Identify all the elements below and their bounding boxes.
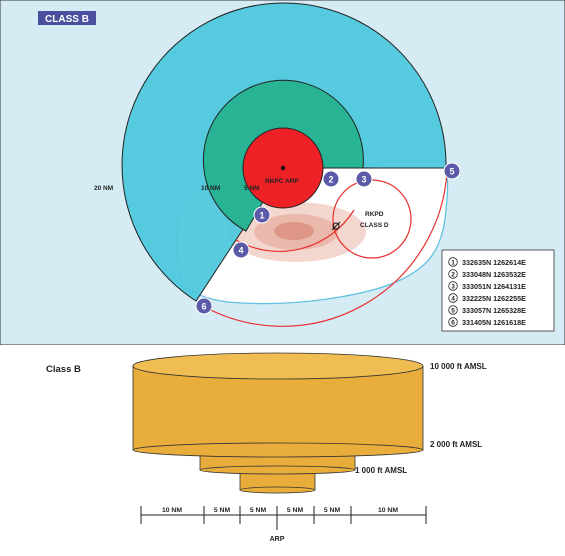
legend-row: 5 333057N 1265328E bbox=[448, 305, 526, 315]
class-b-lower-boundary bbox=[235, 209, 355, 253]
svg-text:5: 5 bbox=[451, 308, 455, 315]
svg-text:333048N 1263532E: 333048N 1263532E bbox=[462, 270, 526, 279]
label-rkpd: RKPD bbox=[365, 211, 384, 218]
terrain-relief bbox=[274, 222, 314, 240]
scale-label: 10 NM bbox=[162, 507, 182, 514]
airspace-profile: Class B 10 000 ft AMSL 2 000 ft AMSL 1 0… bbox=[46, 352, 487, 543]
svg-text:1: 1 bbox=[259, 211, 264, 221]
svg-text:333057N 1265328E: 333057N 1265328E bbox=[462, 306, 526, 315]
altitude-low-label: 1 000 ft AMSL bbox=[355, 466, 407, 475]
waypoint-marker[interactable]: 6 bbox=[195, 297, 213, 315]
svg-text:331405N 1261618E: 331405N 1261618E bbox=[462, 318, 526, 327]
arp-label: ARP bbox=[270, 536, 285, 543]
airspace-map: 20 NM 10 NM 5 NM RKPC ARP RKPD CLASS D 1… bbox=[0, 0, 565, 345]
svg-text:2: 2 bbox=[451, 272, 455, 279]
altitude-mid-label: 2 000 ft AMSL bbox=[430, 440, 482, 449]
waypoint-marker[interactable]: 3 bbox=[355, 170, 373, 188]
label-20nm: 20 NM bbox=[94, 185, 113, 192]
svg-text:4: 4 bbox=[238, 246, 243, 256]
waypoint-marker[interactable]: 4 bbox=[232, 241, 250, 259]
svg-text:2: 2 bbox=[328, 175, 333, 185]
legend-row: 6 331405N 1261618E bbox=[448, 317, 526, 327]
arp-dot bbox=[280, 165, 286, 171]
rkpd-aerodrome-icon bbox=[331, 221, 341, 231]
scale-label: 5 NM bbox=[250, 507, 267, 514]
label-rkpc-arp: RKPC ARP bbox=[265, 178, 299, 185]
svg-text:CLASS B: CLASS B bbox=[45, 14, 89, 25]
scale-label: 5 NM bbox=[214, 507, 231, 514]
scale-label: 5 NM bbox=[324, 507, 341, 514]
svg-text:4: 4 bbox=[451, 296, 455, 303]
legend-row: 2 333048N 1263532E bbox=[448, 269, 526, 279]
waypoint-marker[interactable]: 5 bbox=[443, 162, 461, 180]
legend-row: 3 333051N 1264131E bbox=[448, 281, 526, 291]
svg-text:6: 6 bbox=[201, 302, 206, 312]
svg-text:332635N 1262614E: 332635N 1262614E bbox=[462, 258, 526, 267]
svg-text:3: 3 bbox=[451, 284, 455, 291]
legend-row: 4 332225N 1262255E bbox=[448, 293, 526, 303]
scale-label: 5 NM bbox=[287, 507, 304, 514]
svg-text:332225N 1262255E: 332225N 1262255E bbox=[462, 294, 526, 303]
class-b-tag: CLASS B bbox=[38, 11, 96, 25]
tier-20nm bbox=[132, 352, 424, 458]
scale-label: 10 NM bbox=[378, 507, 398, 514]
profile-title: Class B bbox=[46, 364, 81, 375]
class-b-outer-boundary bbox=[202, 171, 448, 327]
svg-text:6: 6 bbox=[451, 320, 455, 327]
altitude-top-label: 10 000 ft AMSL bbox=[430, 362, 487, 371]
svg-text:3: 3 bbox=[361, 175, 366, 185]
svg-text:5: 5 bbox=[449, 167, 454, 177]
label-10nm: 10 NM bbox=[201, 185, 220, 192]
waypoint-coordinates-legend: 1 332635N 1262614E 2 333048N 1263532E 3 … bbox=[441, 249, 555, 332]
svg-text:1: 1 bbox=[451, 260, 455, 267]
waypoint-marker[interactable]: 1 bbox=[253, 206, 271, 224]
svg-text:333051N 1264131E: 333051N 1264131E bbox=[462, 282, 526, 291]
distance-scale bbox=[140, 506, 427, 530]
label-5nm: 5 NM bbox=[244, 185, 260, 192]
label-class-d: CLASS D bbox=[360, 222, 389, 229]
legend-row: 1 332635N 1262614E bbox=[448, 257, 526, 267]
waypoint-marker[interactable]: 2 bbox=[322, 170, 340, 188]
